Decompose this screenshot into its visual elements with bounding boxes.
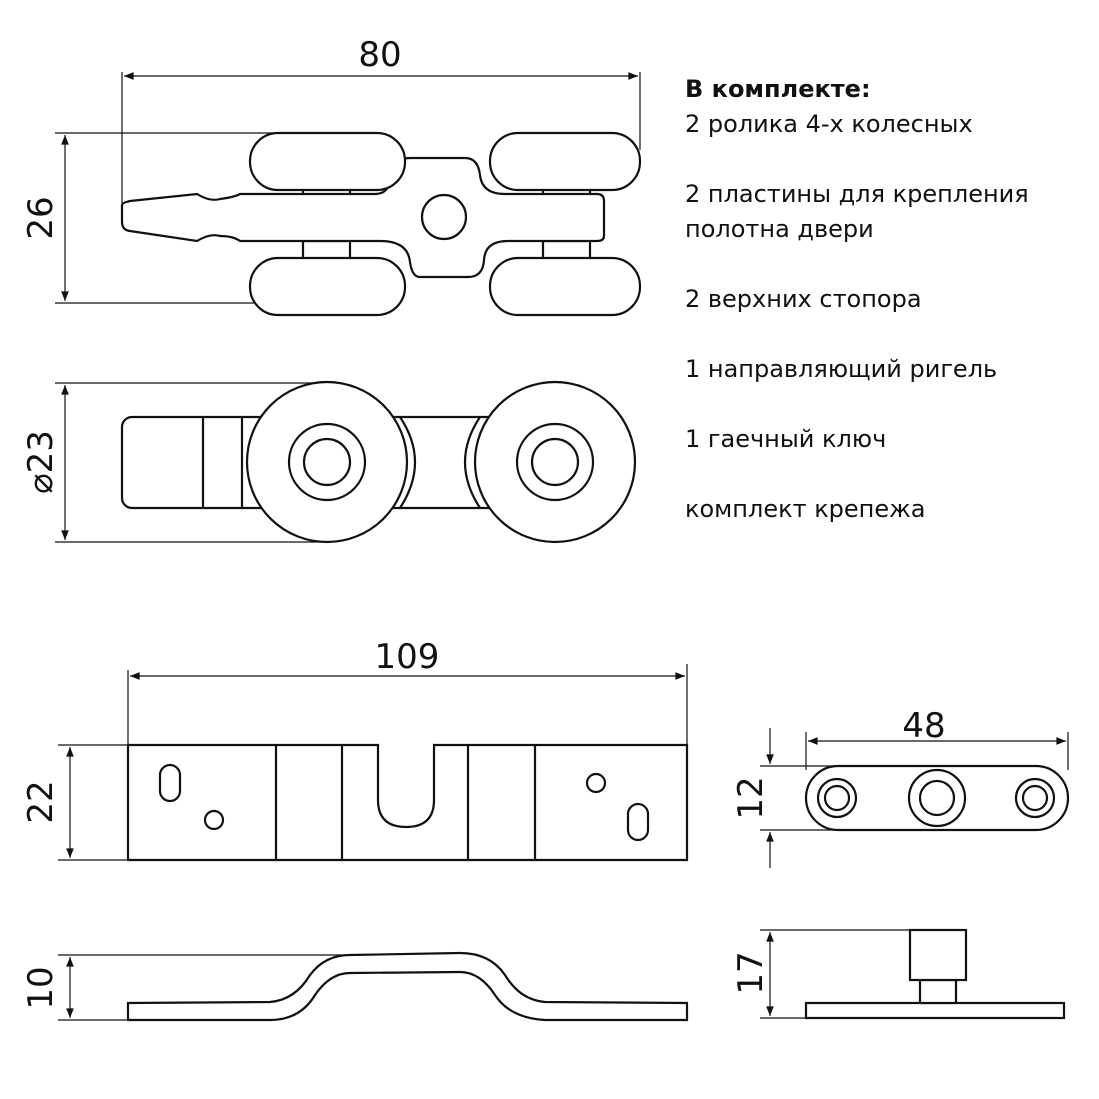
dim-plate-width: 22	[21, 780, 61, 823]
roller-top-view: 80 26	[21, 35, 642, 317]
stopper-top-view: 48 12	[731, 706, 1070, 868]
kit-item: 2 пластины для крепления полотна двери	[685, 180, 1029, 243]
kit-item: 1 направляющий ригель	[685, 355, 998, 383]
roller-side-view: ⌀23	[21, 380, 637, 544]
dim-wheel-diameter: ⌀23	[21, 430, 61, 494]
kit-contents: В комплекте: 2 ролика 4-х колесных 2 пла…	[685, 72, 1085, 527]
dim-stopper-width: 12	[731, 776, 771, 819]
kit-item: 1 гаечный ключ	[685, 425, 887, 453]
dim-roller-width: 26	[21, 196, 61, 239]
dim-plate-height: 10	[21, 966, 61, 1009]
dim-stopper-height: 17	[731, 951, 771, 994]
kit-item: 2 верхних стопора	[685, 285, 922, 313]
mounting-plate-side-view: 10	[21, 951, 689, 1022]
stopper-side-view: 17	[731, 928, 1066, 1020]
kit-title: В комплекте:	[685, 75, 871, 103]
mounting-plate-top-view: 109 22	[21, 637, 689, 862]
kit-item: 2 ролика 4-х колесных	[685, 110, 973, 138]
dim-plate-length: 109	[375, 637, 440, 677]
kit-item: комплект крепежа	[685, 495, 926, 523]
dim-stopper-length: 48	[902, 706, 945, 746]
dim-roller-length: 80	[358, 35, 401, 75]
